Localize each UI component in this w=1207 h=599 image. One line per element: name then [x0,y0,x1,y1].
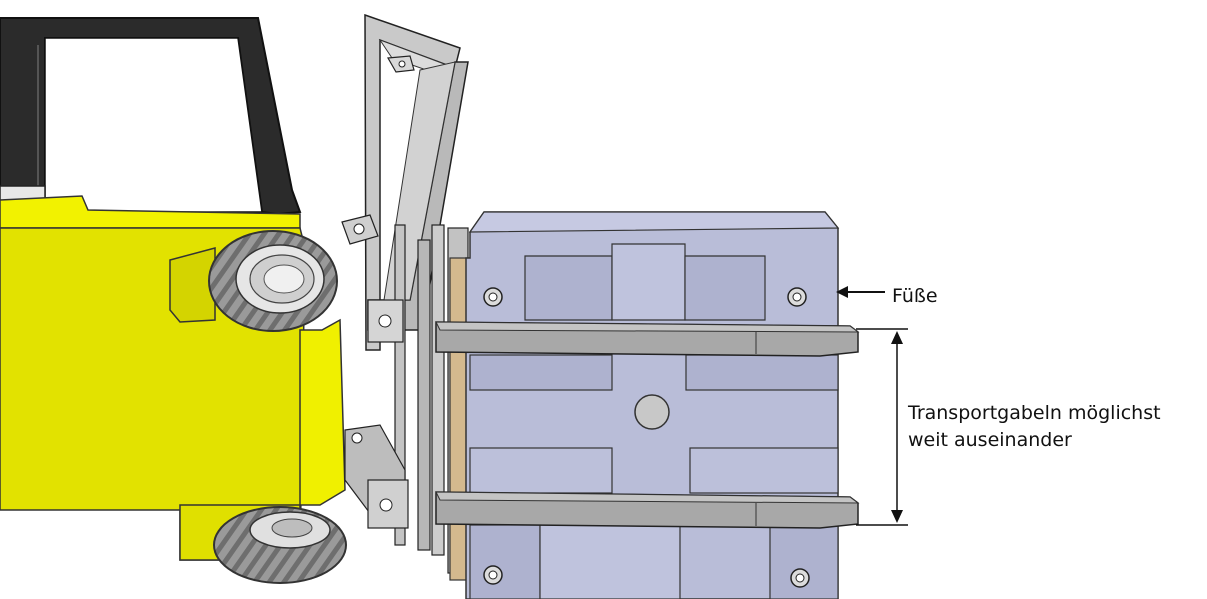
fork-lower [435,491,860,529]
lift-mast [341,13,469,574]
lower-wheel [213,506,347,584]
cab-window [44,37,263,213]
feet-label: Füße [892,285,938,307]
fork-spacing-label-line2: weit auseinander [908,429,1072,451]
body-front [299,318,346,506]
feet-arrow [836,286,885,298]
fork-upper [435,321,860,357]
fork-spacing-dimension [856,328,908,526]
fork-spacing-label-line1: Transportgabeln möglichst [908,402,1161,424]
load-box [465,211,840,599]
upper-wheel [208,230,338,332]
